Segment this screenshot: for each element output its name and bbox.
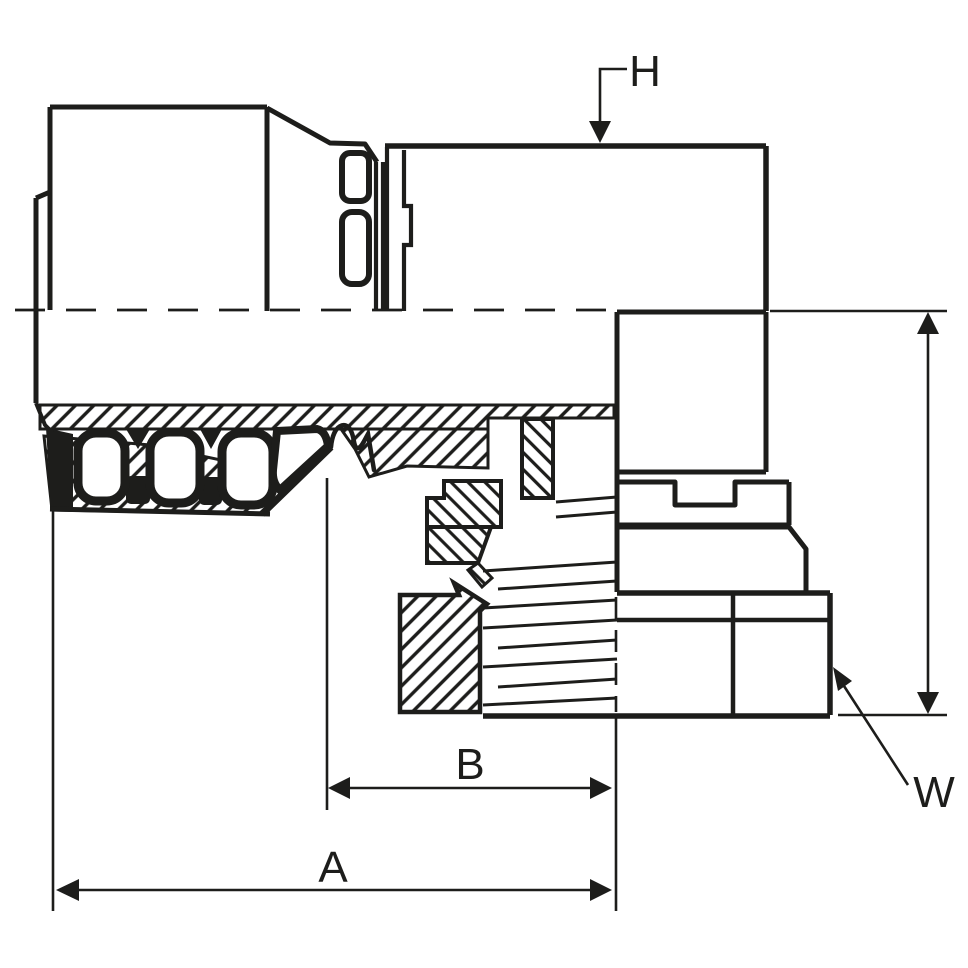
wire-ring (217, 428, 278, 510)
wire-ring-cut (268, 424, 333, 496)
dimension-label-w: W (913, 768, 955, 817)
hose-wire-sections (46, 422, 377, 517)
collar-window-upper (339, 150, 372, 204)
dimension-h: H (589, 47, 661, 143)
thread-lines (482, 495, 618, 707)
serration-tooth (126, 429, 150, 449)
socket-outline (33, 104, 380, 517)
serration-edge (259, 444, 334, 517)
centerlines (15, 308, 618, 712)
arrow-left-icon (328, 777, 350, 799)
dimension-w: W (833, 667, 955, 817)
swivel-nut-outline (483, 590, 833, 719)
arrow-up-icon (917, 312, 939, 334)
dimension-b: B (325, 478, 612, 810)
arrow-right-icon (590, 879, 612, 901)
serration-tooth (200, 429, 222, 449)
stem-section-hatch (397, 417, 555, 715)
dimension-label-b: B (455, 740, 484, 789)
arrow-right-icon (590, 777, 612, 799)
wire-ring (73, 428, 130, 506)
dimension-label-a: A (318, 843, 348, 892)
dimension-label-h: H (629, 47, 661, 96)
swivel-collar-joint (339, 147, 414, 311)
liner-curl (328, 422, 377, 473)
collar-window-lower (339, 209, 372, 287)
arrow-upleft-icon (833, 667, 852, 691)
wire-ring (145, 427, 205, 508)
arrow-down-icon (917, 692, 939, 714)
elbow-body-outline (385, 143, 809, 592)
wire-bridge (199, 477, 222, 505)
arrow-down-icon (589, 121, 611, 143)
dimension-a: A (51, 510, 618, 911)
wire-bridge (126, 476, 150, 504)
dimension-drop-height (770, 309, 947, 717)
arrow-left-icon (56, 879, 79, 901)
